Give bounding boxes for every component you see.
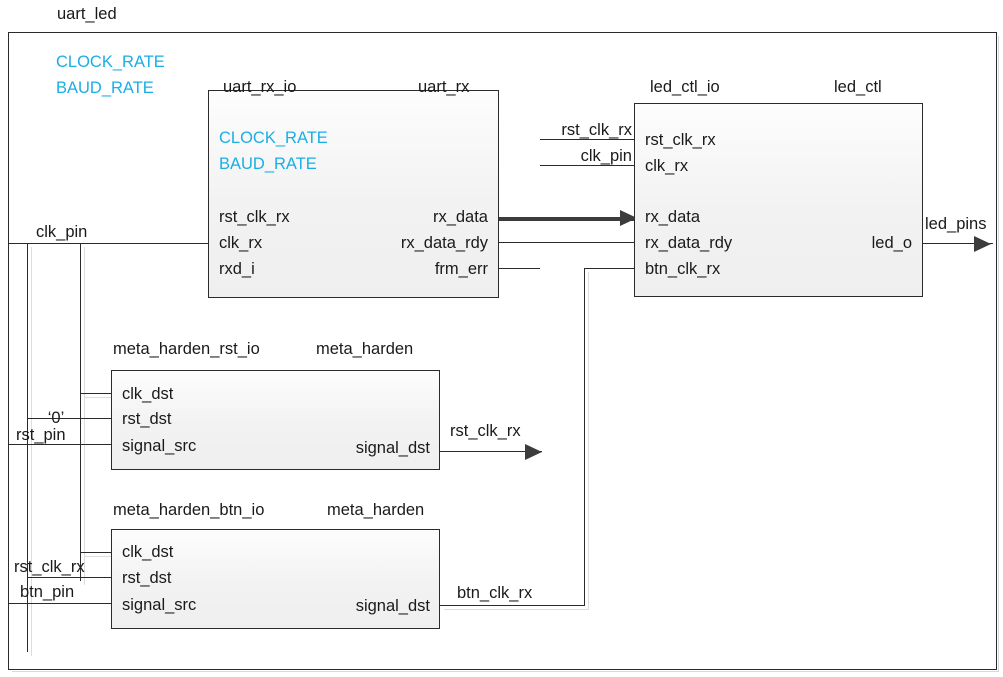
wire-clk-to-btn-harden-shadow: [84, 556, 115, 557]
label-rst-pin: rst_pin: [16, 426, 66, 444]
wire-btn-pin-to-signal-src: [8, 603, 111, 604]
meta-harden-rst-io-port-signal-src: signal_src: [122, 437, 197, 455]
block-meta-harden-rst-io-instance-label: meta_harden_rst_io: [113, 340, 260, 358]
wire-btn-clk-rx-vertical: [584, 268, 585, 606]
uart-rx-io-port-clk-rx: clk_rx: [219, 234, 263, 252]
uart-rx-io-port-rxd-i: rxd_i: [219, 260, 255, 278]
uart-rx-io-generic-clock-rate: CLOCK_RATE: [219, 129, 328, 147]
label-rst-clk-rx-out: rst_clk_rx: [450, 422, 521, 440]
meta-harden-btn-io-port-signal-src: signal_src: [122, 596, 197, 614]
arrow-rst-clk-rx-out: [525, 444, 542, 460]
top-generic-baud-rate: BAUD_RATE: [56, 79, 154, 97]
uart-rx-io-port-rst-clk-rx: rst_clk_rx: [219, 208, 290, 226]
wire-rx-data-rdy: [499, 242, 634, 243]
led-ctl-io-port-clk-rx: clk_rx: [645, 157, 689, 175]
meta-harden-btn-io-port-rst-dst: rst_dst: [122, 569, 172, 587]
uart-rx-io-port-rx-data-rdy: rx_data_rdy: [400, 234, 488, 252]
wire-clk-pin-main: [8, 243, 208, 244]
led-ctl-io-port-rx-data-rdy: rx_data_rdy: [645, 234, 733, 252]
label-led-pins: led_pins: [925, 215, 987, 233]
label-led-ctl-clk-pin: clk_pin: [580, 147, 632, 165]
block-led-ctl-io[interactable]: [634, 103, 925, 299]
wire-clk-to-rst-harden-shadow: [84, 397, 115, 398]
uart-rx-io-generic-baud-rate: BAUD_RATE: [219, 155, 317, 173]
wire-clk-pin-branch-left-shadow: [31, 247, 32, 656]
wire-clk-pin-branch-mid-shadow: [84, 247, 85, 585]
wire-rstclkrx-to-btn-rst-dst: [27, 577, 111, 578]
meta-harden-btn-io-port-signal-dst: signal_dst: [355, 597, 430, 615]
wire-const-zero-to-rst-dst: [27, 418, 111, 419]
block-uart-rx-io-instance-label: uart_rx_io: [223, 78, 297, 96]
block-uart-rx-io-entity-label: uart_rx: [418, 78, 470, 96]
wire-clk-to-btn-harden: [80, 552, 111, 553]
top-level-title: uart_led: [57, 5, 117, 23]
label-const-zero: ‘0’: [47, 409, 65, 427]
meta-harden-rst-io-port-signal-dst: signal_dst: [355, 439, 430, 457]
label-btn-harden-rst-clk-rx: rst_clk_rx: [14, 558, 85, 576]
block-meta-harden-btn-io-entity-label: meta_harden: [327, 501, 425, 519]
block-meta-harden-rst-io-entity-label: meta_harden: [316, 340, 414, 358]
led-ctl-io-port-btn-clk-rx: btn_clk_rx: [645, 260, 721, 278]
wire-led-ctl-rst-in: [540, 139, 634, 140]
wire-rst-clk-rx-out: [440, 451, 542, 452]
label-led-ctl-rst-clk-rx: rst_clk_rx: [561, 121, 632, 139]
uart-rx-io-port-rx-data: rx_data: [432, 208, 488, 226]
led-ctl-io-port-rx-data: rx_data: [645, 208, 701, 226]
wire-clk-pin-branch-left: [27, 243, 28, 652]
wire-led-o-out: [923, 243, 993, 244]
wire-frm-err-stub: [499, 268, 540, 269]
meta-harden-rst-io-port-clk-dst: clk_dst: [122, 385, 174, 403]
block-meta-harden-btn-io[interactable]: [111, 529, 442, 631]
wire-rst-pin-to-signal-src: [8, 444, 111, 445]
uart-rx-io-port-frm-err: frm_err: [434, 260, 488, 278]
led-ctl-io-port-led-o: led_o: [871, 234, 912, 252]
wire-clk-pin-branch-mid: [80, 243, 81, 581]
arrow-led-pins: [974, 236, 991, 252]
meta-harden-rst-io-port-rst-dst: rst_dst: [122, 410, 172, 428]
arrow-rx-data: [620, 210, 637, 226]
label-btn-clk-rx: btn_clk_rx: [457, 584, 533, 602]
wire-rx-data-bus: [499, 217, 634, 221]
wire-led-ctl-clk-in: [540, 165, 634, 166]
wire-btn-clk-rx-bottom-shadow: [444, 609, 588, 610]
top-generic-clock-rate: CLOCK_RATE: [56, 53, 165, 71]
wire-btn-clk-rx-top: [584, 268, 634, 269]
wire-btn-clk-rx-vertical-shadow: [588, 272, 589, 610]
label-clk-pin: clk_pin: [36, 223, 88, 241]
meta-harden-btn-io-port-clk-dst: clk_dst: [122, 543, 174, 561]
led-ctl-io-port-rst-clk-rx: rst_clk_rx: [645, 131, 716, 149]
label-btn-pin: btn_pin: [20, 583, 75, 601]
block-meta-harden-rst-io[interactable]: [111, 370, 442, 472]
block-meta-harden-btn-io-instance-label: meta_harden_btn_io: [113, 501, 265, 519]
block-led-ctl-io-entity-label: led_ctl: [834, 78, 882, 96]
wire-btn-clk-rx-bottom: [440, 605, 584, 606]
wire-clk-to-rst-harden: [80, 393, 111, 394]
block-led-ctl-io-instance-label: led_ctl_io: [650, 78, 720, 96]
